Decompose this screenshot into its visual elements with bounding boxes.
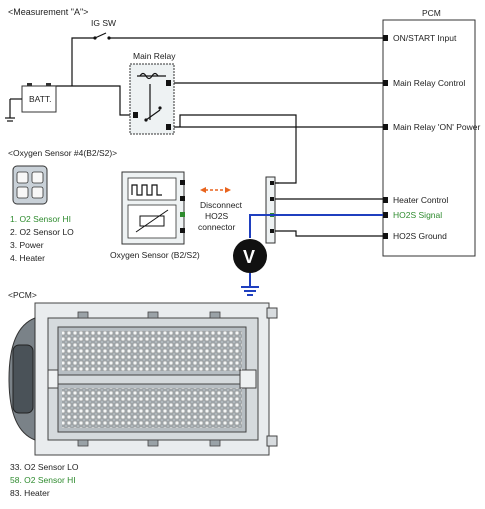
pcm-pin-ho2s-ground: HO2S Ground [393,231,447,241]
disconnect-label-line1: Disconnect [200,200,243,210]
main-relay-label: Main Relay [133,51,176,61]
pcm-connector-pin-58: 58. O2 Sensor HI [10,475,76,485]
pcm-pin-main-relay-on-power: Main Relay 'ON' Power [393,122,480,132]
pcm-connector-pin-33: 33. O2 Sensor LO [10,462,79,472]
sensor-pin-o2-lo: 2. O2 Sensor LO [10,227,74,237]
disconnect-label-line3: connector [198,222,235,232]
harness-connector [265,176,276,244]
disconnect-label-line2: HO2S [205,211,228,221]
pcm-pin-heater-control: Heater Control [393,195,448,205]
oxygen-sensor-section-label: <Oxygen Sensor #4(B2/S2)> [8,148,117,158]
power-wiring [50,32,383,184]
pcm-box [382,19,476,257]
sensor-pin-heater: 4. Heater [10,253,45,263]
pcm-pin-ho2s-signal: HO2S Signal [393,210,442,220]
battery-label: BATT. [29,94,52,104]
pcm-title: PCM [422,8,441,18]
pcm-pin-on-start: ON/START Input [393,33,457,43]
voltmeter-icon: V [233,239,267,296]
pcm-connector-illustration [8,302,278,456]
sensor-pin-o2-hi: 1. O2 Sensor HI [10,214,71,224]
main-relay [129,63,175,135]
sensor-pin-power: 3. Power [10,240,44,250]
pcm-connector-pin-83: 83. Heater [10,488,50,498]
measurement-label: <Measurement "A"> [8,7,88,17]
battery: BATT. [5,83,57,122]
oxygen-sensor-label: Oxygen Sensor (B2/S2) [110,250,200,260]
pcm-pin-markers [383,35,388,239]
voltmeter-symbol: V [243,247,255,267]
oxygen-sensor [121,171,185,245]
sensor-connector-icon [12,165,48,205]
ig-sw-label: IG SW [91,18,116,28]
pcm-section-label: <PCM> [8,290,37,300]
disconnect-arrow-icon [200,187,231,193]
sensor-wiring [249,182,383,238]
pcm-pin-main-relay-control: Main Relay Control [393,78,465,88]
